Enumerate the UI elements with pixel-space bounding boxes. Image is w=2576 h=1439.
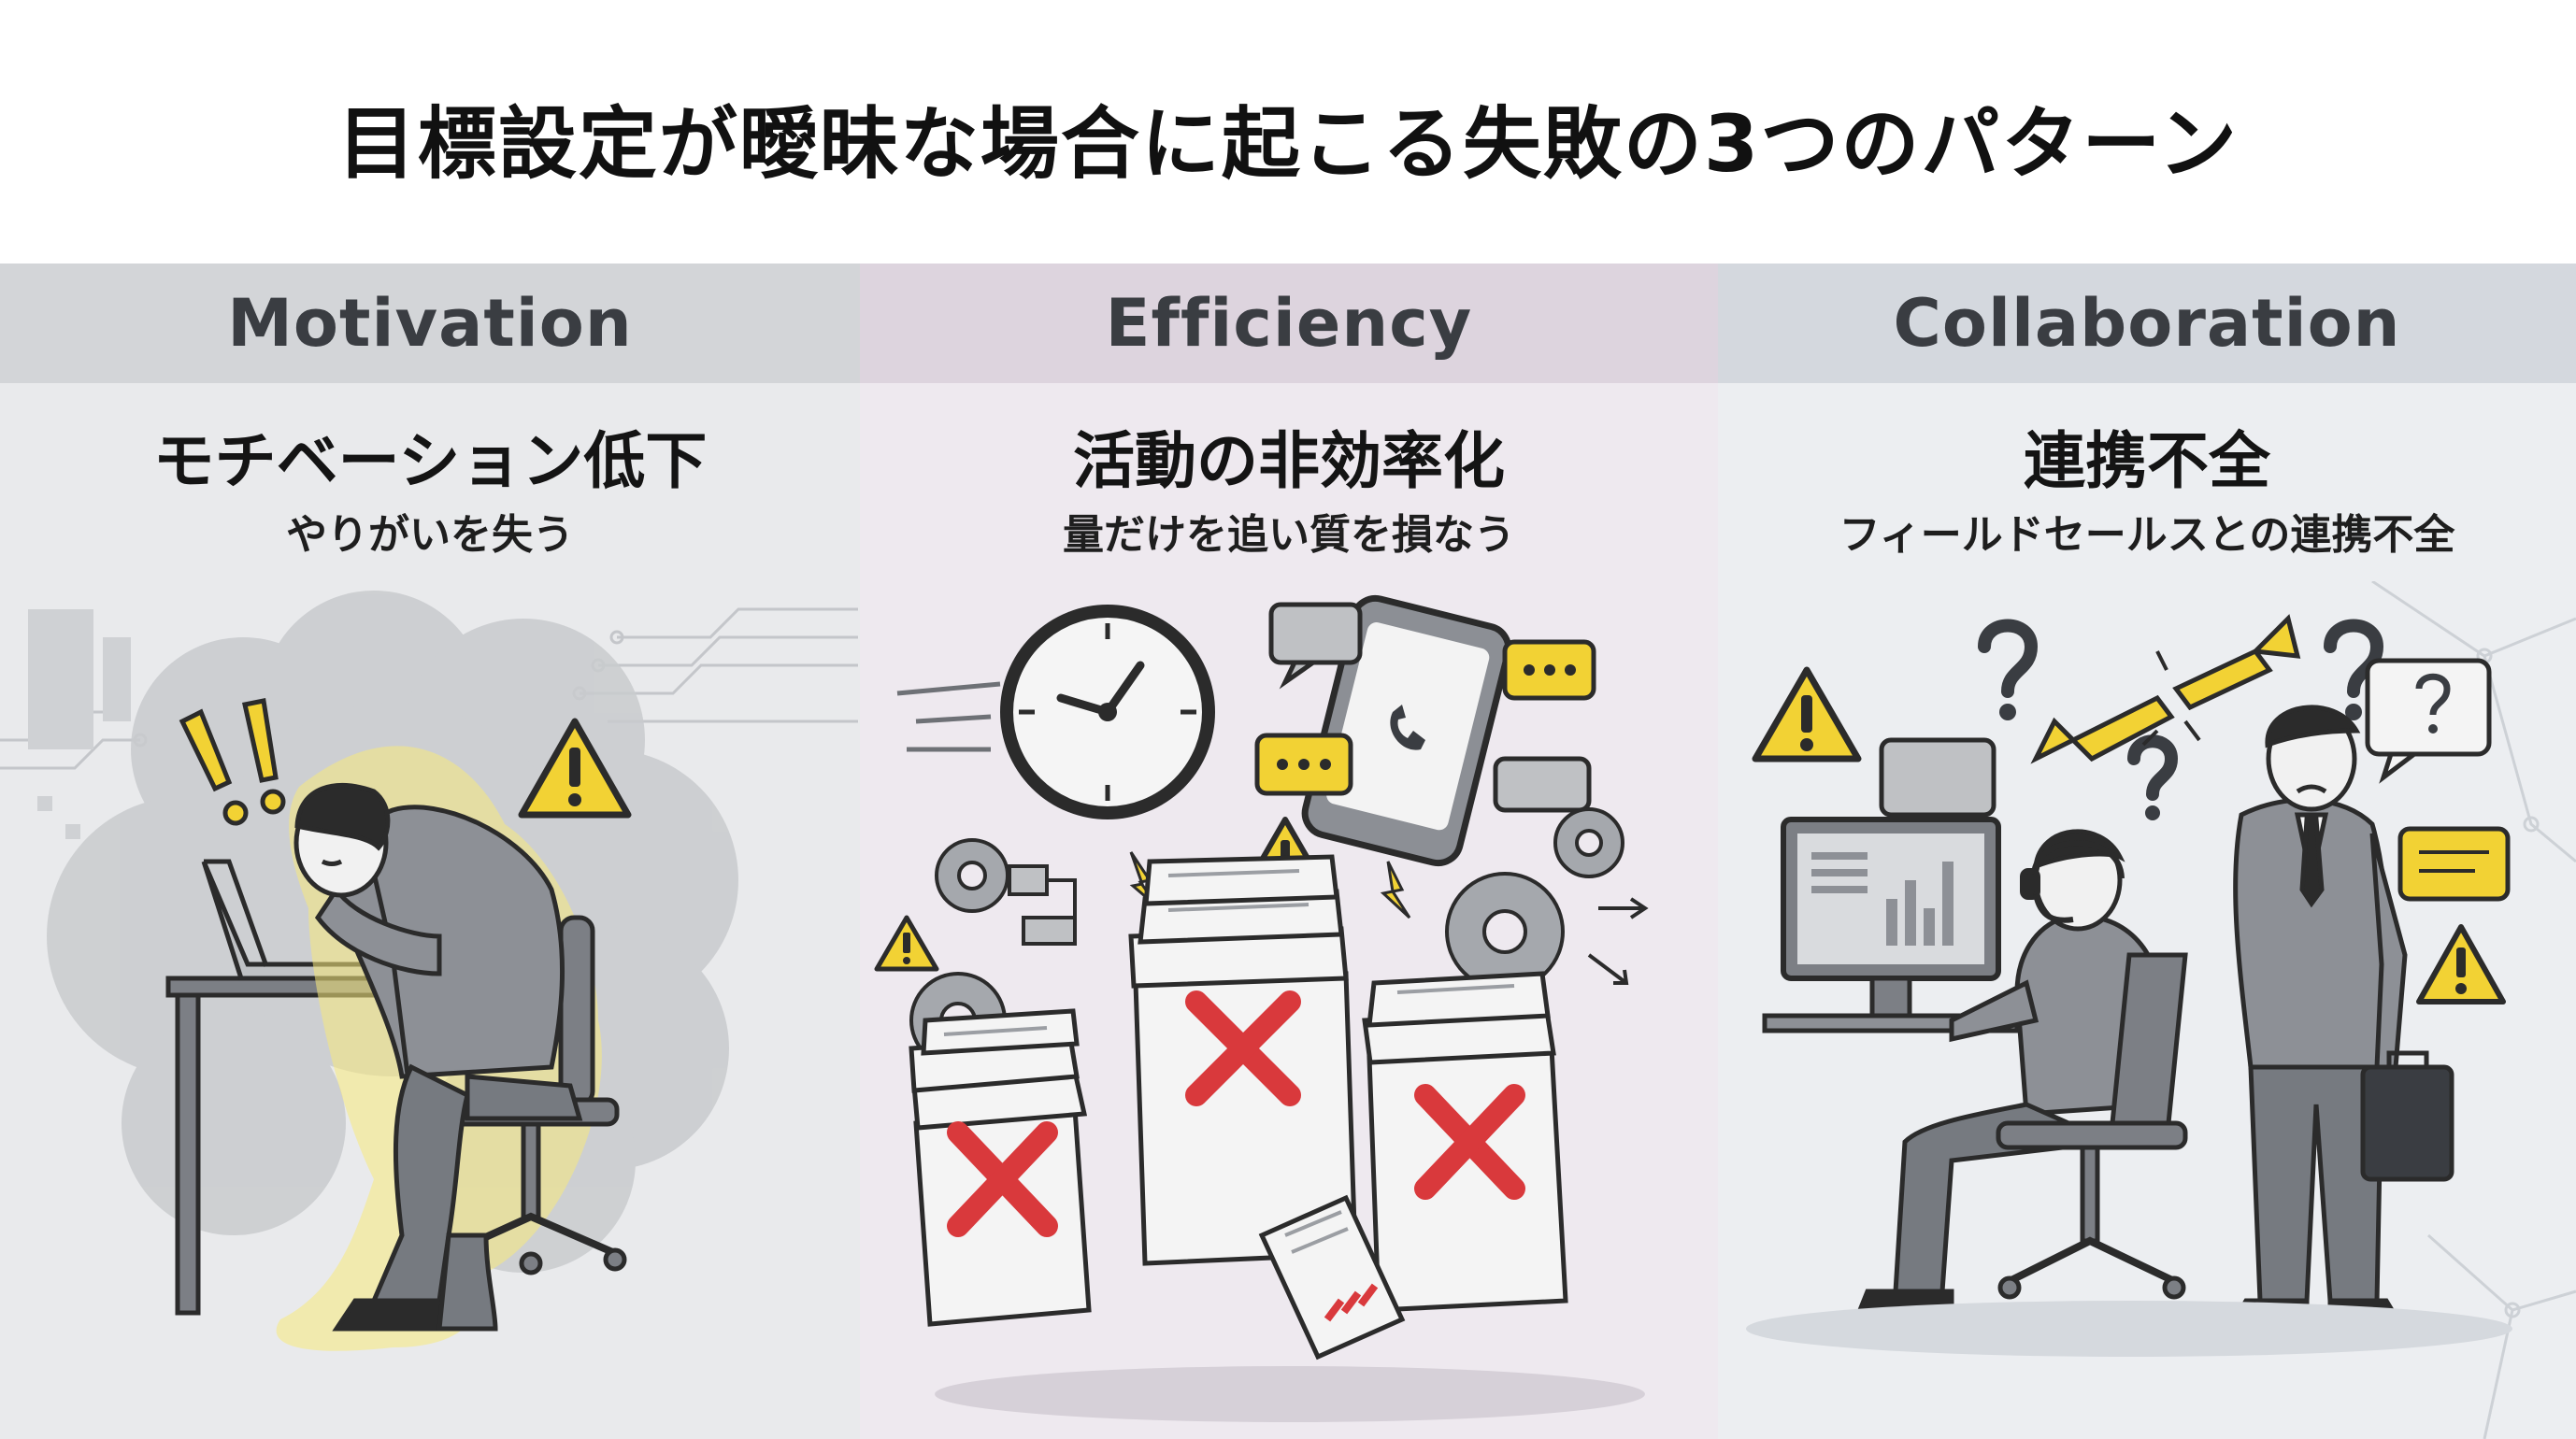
warning-icon [1752, 666, 2506, 1004]
floor-shadow [935, 1366, 1645, 1422]
spark-lines [2141, 650, 2201, 747]
red-stripe [1324, 1283, 1379, 1322]
salesperson-icon [2227, 705, 2408, 1327]
briefcase-icon [2360, 1050, 2454, 1182]
panel-heading-jp: モチベーション低下 [152, 425, 708, 497]
chair-icon [1996, 952, 2188, 1300]
panel-heading-en: Efficiency [1105, 285, 1473, 362]
slumped-person-icon [293, 783, 583, 1332]
floor-shadow [1746, 1301, 2512, 1357]
efficiency-illustration [874, 594, 1649, 1422]
monitor-icon [1762, 817, 2020, 1033]
question-dots [1999, 704, 2362, 820]
page-title: 目標設定が曖昧な場合に起こる失敗の3つのパターン [336, 97, 2240, 190]
panel-efficiency: Efficiency 活動の非効率化 量だけを追い質を損なう [860, 264, 1718, 1439]
panel-header-motivation: Motivation [0, 264, 860, 383]
panel-header-efficiency: Efficiency [860, 264, 1718, 383]
panel-heading-jp: 活動の非効率化 [1073, 425, 1505, 497]
desk-icon [165, 976, 395, 1316]
chat-bubble-icon [1254, 602, 1596, 813]
collaboration-illustration [1746, 581, 2576, 1439]
document-stack-icon [909, 854, 1568, 1361]
panel-motivation: Motivation モチベーション低下 やりがいを失う [0, 264, 860, 1439]
exclamation-icon [179, 698, 286, 826]
network-lines-decoration [2371, 581, 2576, 1439]
broken-chain-icon [2030, 614, 2301, 764]
speed-lines [896, 681, 1001, 752]
panel-subheading: フィールドセールスとの連携不全 [1839, 511, 2455, 559]
smartphone-icon [1301, 594, 1512, 867]
panel-heading-jp: 連携不全 [2024, 425, 2270, 497]
panel-heading-en: Collaboration [1893, 285, 2401, 362]
headset-icon [2020, 840, 2125, 923]
flow-arrows [1008, 864, 1649, 985]
clock-icon [1000, 605, 1215, 819]
panel-header-collaboration: Collaboration [1718, 264, 2576, 383]
panel-collaboration: Collaboration 連携不全 フィールドセールスとの連携不全 [1718, 264, 2576, 1439]
chat-bubble-icon [1879, 658, 2511, 902]
pixel-decoration [28, 609, 131, 839]
motivation-illustration [0, 591, 858, 1351]
warning-icon [518, 718, 632, 819]
document-lines [943, 869, 1515, 1254]
panel-subheading: やりがいを失う [286, 511, 574, 559]
red-x-icon [947, 990, 1525, 1237]
title-bar: 目標設定が曖昧な場合に起こる失敗の3つのパターン [0, 0, 2576, 264]
panel-heading-en: Motivation [227, 285, 633, 362]
panel-subheading: 量だけを追い質を損なう [1063, 511, 1515, 559]
question-mark-icon [1978, 619, 2384, 801]
